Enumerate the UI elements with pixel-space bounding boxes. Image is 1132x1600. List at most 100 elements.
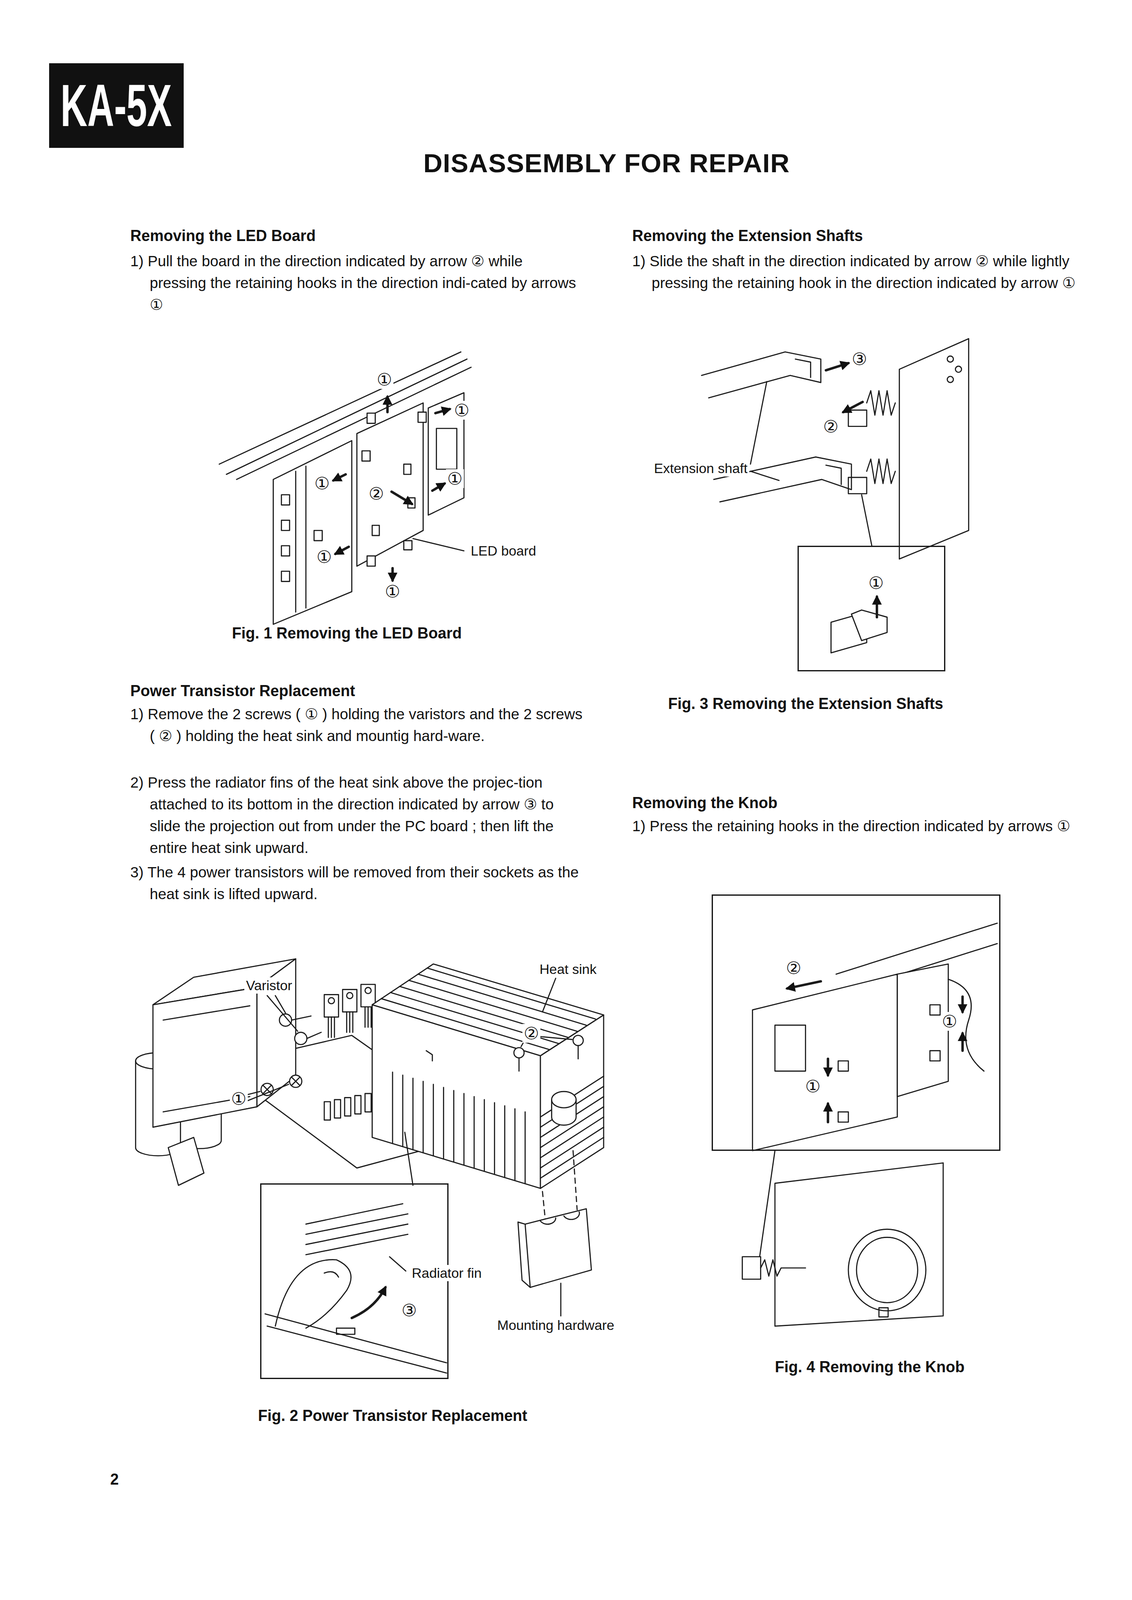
power-transistor-figure-stroke: [261, 1082, 274, 1096]
led-board-figure-stroke: [418, 411, 427, 423]
power-transistor-figure-stroke: [346, 992, 353, 999]
power-transistor-figure-stroke: [266, 995, 298, 1032]
power-transistor-figure-stroke: [324, 994, 339, 1017]
led-board-figure-stroke: [436, 428, 458, 470]
inset-frame: ②①①: [711, 894, 1001, 1151]
instruction-step: 1) Press the retaining hooks in the dire…: [632, 814, 1094, 837]
led-board-figure-stroke: [435, 408, 450, 414]
power-transistor-figure-stroke: [365, 987, 372, 994]
knob-figure-stroke: [961, 996, 964, 1012]
led-board-figure-stroke: [366, 555, 376, 566]
knob-figure-stroke: [826, 1058, 830, 1075]
power-transistor-figure-stroke: [342, 988, 357, 1012]
power-transistor-figure-stroke: [518, 1211, 580, 1288]
power-transistor-figure-stroke: [542, 1150, 578, 1222]
power-transistor-figure-stroke: [577, 1045, 579, 1059]
knob-figure-stroke: [774, 1024, 806, 1071]
part-label: Mounting hardware: [495, 1316, 616, 1333]
callout-number: ②: [367, 483, 386, 503]
knob-figure-stroke: [760, 1259, 806, 1276]
power-transistor-figure-stroke: [247, 1083, 289, 1100]
extension-shaft-figure-stroke: [866, 458, 896, 484]
callout-number: ③: [400, 1300, 419, 1320]
knob-figure-stroke: [826, 1103, 830, 1122]
led-board-figure-stroke: [335, 546, 349, 554]
power-transistor-figure-stroke: [328, 997, 335, 1003]
power-transistor-figure-stroke: [524, 1208, 592, 1288]
power-transistor-figure-stroke: [289, 1074, 303, 1088]
figure-caption: Fig. 2 Power Transistor Replacement: [258, 1405, 528, 1425]
led-board-figure-stroke: [313, 530, 323, 541]
model-badge: KA-5X: [49, 63, 184, 148]
callout-number: ①: [383, 581, 402, 601]
knob-figure-stroke: [774, 1162, 944, 1326]
power-transistor-figure-stroke: [328, 1006, 372, 1038]
extension-shaft-figure-stroke: [851, 609, 888, 641]
extension-shaft-figure-stroke: [955, 366, 962, 373]
led-board-figure-stroke: [333, 396, 450, 581]
callout-number: ①: [445, 469, 464, 488]
knob-figure-stroke: [752, 973, 898, 1151]
power-transistor-figure-stroke: [294, 1032, 308, 1045]
figure-caption: Fig. 1 Removing the LED Board: [231, 623, 462, 643]
part-label: Heat sink: [537, 960, 599, 977]
callout-number: ①: [229, 1088, 248, 1108]
knob-figure-stroke: [787, 980, 822, 989]
led-board-figure-stroke: [333, 474, 347, 481]
power-transistor-figure-stroke: [354, 1095, 361, 1114]
extension-shaft-figure-stroke: [750, 381, 780, 481]
callout-number: ①: [867, 573, 886, 593]
led-board-figure-stroke: [403, 463, 411, 475]
led-board-figure-stroke: [386, 396, 389, 413]
power-transistor-figure-stroke: [551, 1090, 576, 1108]
led-board-figure-stroke: [432, 483, 445, 491]
page-title: DISASSEMBLY FOR REPAIR: [423, 147, 790, 179]
power-transistor-figure-stroke: [265, 1313, 447, 1373]
power-transistor-figure-stroke: [404, 1132, 414, 1185]
section-heading: Removing the LED Board: [130, 226, 316, 246]
knob-figure-stroke: [787, 980, 963, 1122]
power-transistor-figure-stroke: [152, 987, 257, 1127]
led-board-figure-stroke: [356, 402, 423, 566]
section-heading: Power Transistor Replacement: [130, 681, 355, 701]
figure-caption: Fig. 4 Removing the Knob: [774, 1357, 965, 1376]
power-transistor-figure-stroke: [305, 1203, 408, 1255]
power-transistor-figure-stroke: [365, 1093, 372, 1112]
led-board-figure-stroke: [413, 538, 464, 551]
power-transistor-figure-stroke: [513, 1046, 525, 1058]
callout-number: ①: [940, 1011, 959, 1031]
led-board-figure-stroke: [391, 568, 394, 581]
knob-figure: [742, 922, 998, 1326]
knob-figure-stroke: [929, 1004, 941, 1015]
led-board-figure-stroke: [366, 413, 376, 424]
extension-shaft-figure: [701, 338, 969, 653]
power-transistor-figure-stroke: [360, 983, 376, 1007]
callout-number: ②: [522, 1023, 541, 1043]
knob-figure-stroke: [742, 1256, 761, 1279]
power-transistor-figure-stroke: [542, 977, 556, 1012]
knob-figure-stroke: [759, 1150, 775, 1257]
callout-number: ①: [452, 400, 471, 420]
extension-shaft-figure-stroke: [875, 596, 879, 617]
knob-figure-stroke: [848, 1228, 926, 1311]
section-heading: Removing the Knob: [632, 793, 778, 813]
knob-figure-stroke: [838, 1111, 849, 1122]
power-transistor-figure-stroke: [336, 1327, 355, 1334]
extension-shaft-figure-stroke: [899, 338, 969, 559]
power-transistor-figure-stroke: [163, 1005, 250, 1112]
section-heading: 2: [110, 1469, 119, 1489]
led-board-figure-stroke: [391, 491, 413, 505]
extension-shaft-figure-stroke: [825, 363, 849, 371]
knob-figure-stroke: [856, 1236, 918, 1303]
led-board-figure-stroke: [281, 571, 290, 582]
power-transistor-figure-stroke: [334, 1099, 341, 1118]
inset-frame: ③: [260, 1182, 449, 1379]
callout-number: ②: [821, 416, 840, 436]
section-heading: Removing the Extension Shafts: [632, 226, 863, 246]
instruction-step: 3) The 4 power transistors will be remov…: [130, 860, 584, 905]
extension-shaft-figure-stroke: [843, 401, 863, 412]
power-transistor-figure-stroke: [324, 1101, 331, 1120]
callout-number: ①: [375, 369, 394, 389]
power-transistor-figure-stroke: [572, 1035, 584, 1046]
